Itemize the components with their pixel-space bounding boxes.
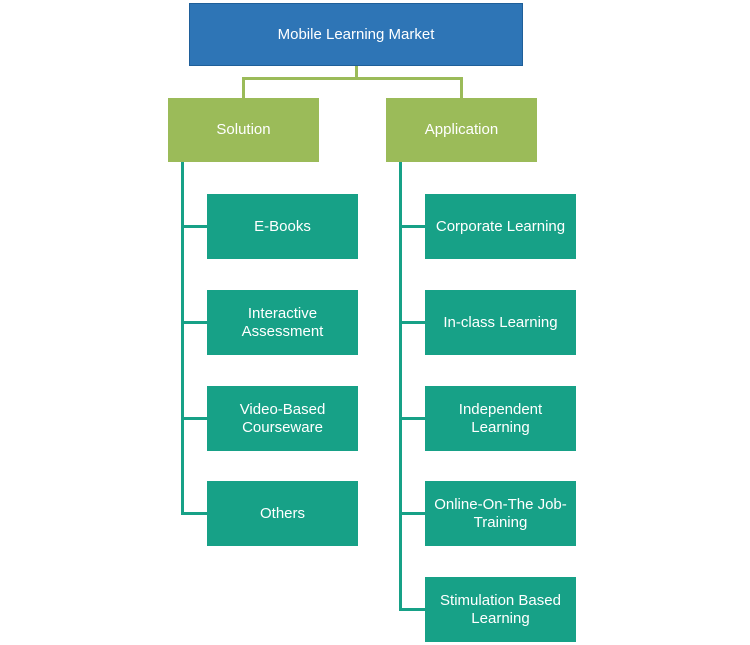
application-tick-line [399,225,425,228]
solution-item-others: Others [207,481,358,546]
solution-spine-line [181,162,184,515]
solution-drop-line [242,77,245,98]
application-item-corporate-learning: Corporate Learning [425,194,576,259]
solution-tick-line [181,321,207,324]
solution-item-video-based-courseware: Video-Based Courseware [207,386,358,451]
application-drop-line [460,77,463,98]
solution-item-label: Video-Based Courseware [239,400,326,436]
solution-item-ebooks: E-Books [207,194,358,259]
application-item-stimulation-based-learning: Stimulation Based Learning [425,577,576,642]
category-solution: Solution [168,98,319,162]
solution-tick-line [181,225,207,228]
application-tick-line [399,321,425,324]
application-item-label: Stimulation Based Learning [440,591,561,627]
application-item-label: Independent Learning [458,400,543,436]
application-item-label: Online-On-The Job- Training [434,495,567,531]
solution-tick-line [181,417,207,420]
solution-item-label: E-Books [254,217,311,235]
root-node: Mobile Learning Market [189,3,523,66]
solution-tick-line [181,512,207,515]
category-application: Application [386,98,537,162]
application-tick-line [399,417,425,420]
root-branch-line [242,77,463,80]
application-spine-line [399,162,402,611]
application-item-in-class-learning: In-class Learning [425,290,576,355]
solution-item-label: Interactive Assessment [241,304,324,340]
application-item-label: In-class Learning [443,313,558,331]
solution-item-interactive-assessment: Interactive Assessment [207,290,358,355]
application-item-label: Corporate Learning [435,217,566,235]
application-tick-line [399,608,425,611]
application-tick-line [399,512,425,515]
category-solution-label: Solution [216,121,271,138]
root-stem-line [355,66,358,79]
root-node-label: Mobile Learning Market [277,25,435,43]
category-application-label: Application [424,121,499,138]
solution-item-label: Others [259,504,305,522]
application-item-online-on-the-job-training: Online-On-The Job- Training [425,481,576,546]
application-item-independent-learning: Independent Learning [425,386,576,451]
